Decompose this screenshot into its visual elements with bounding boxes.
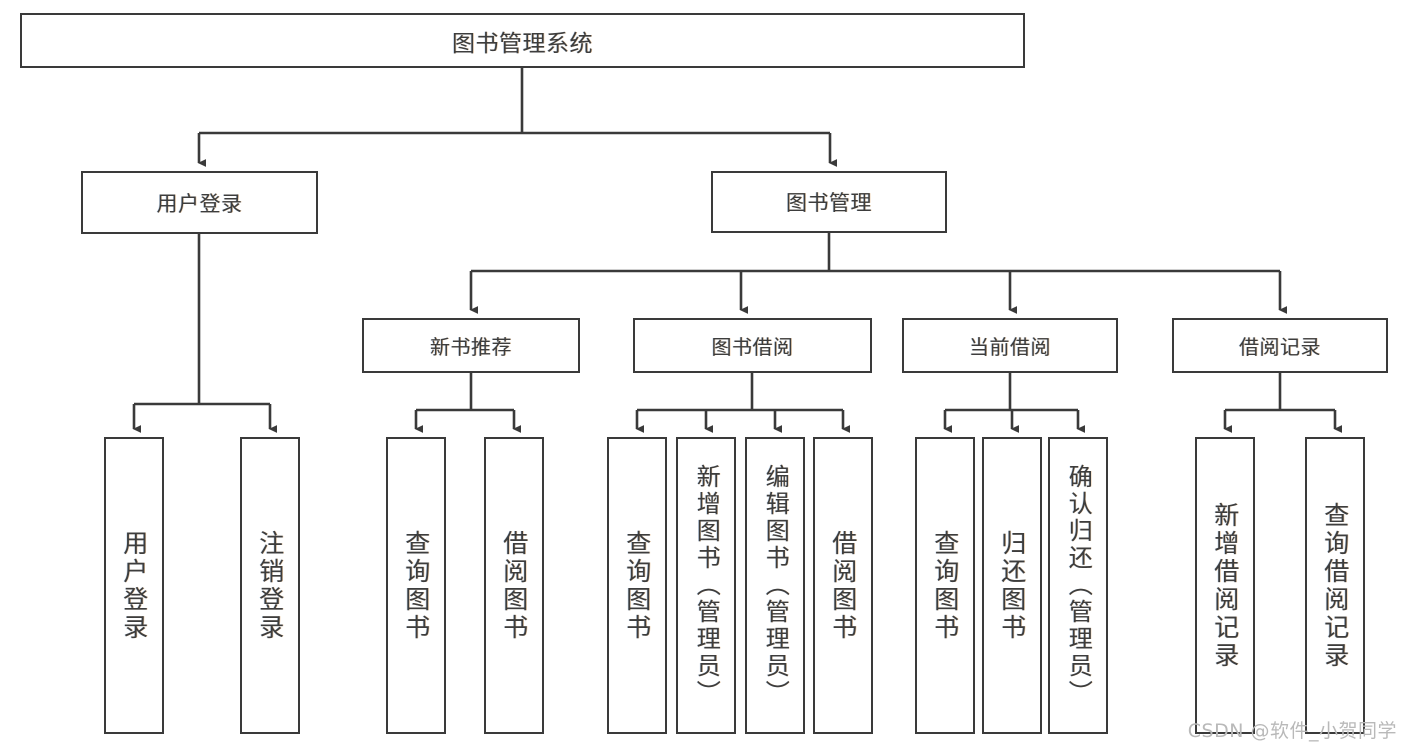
leaf-edit-book[interactable]: 编辑图书（管理员） [745, 437, 805, 734]
leaf-user-login[interactable]: 用户登录 [104, 437, 164, 734]
leaf-logout[interactable]: 注销登录 [240, 437, 300, 734]
node-current-borrow-label: 当前借阅 [969, 335, 1051, 359]
leaf-query-book-3[interactable]: 查询图书 [915, 437, 975, 734]
leaf-query-record[interactable]: 查询借阅记录 [1305, 437, 1365, 734]
leaf-query-record-label: 查询借阅记录 [1320, 501, 1350, 670]
leaf-edit-book-label: 编辑图书（管理员） [761, 464, 790, 707]
node-user-login-label: 用户登录 [156, 191, 243, 216]
node-book-borrow-label: 图书借阅 [711, 335, 794, 359]
node-book-manage[interactable]: 图书管理 [711, 171, 947, 233]
node-new-book-recommend-label: 新书推荐 [430, 335, 512, 359]
leaf-query-book-3-label: 查询图书 [930, 529, 960, 642]
node-book-manage-label: 图书管理 [786, 191, 872, 215]
node-current-borrow[interactable]: 当前借阅 [902, 318, 1118, 373]
leaf-borrow-book-2[interactable]: 借阅图书 [813, 437, 873, 734]
leaf-add-record[interactable]: 新增借阅记录 [1195, 437, 1255, 734]
leaf-add-record-label: 新增借阅记录 [1210, 501, 1240, 670]
leaf-return-book-label: 归还图书 [997, 529, 1027, 642]
leaf-confirm-return[interactable]: 确认归还（管理员） [1048, 437, 1108, 734]
leaf-borrow-book-1-label: 借阅图书 [499, 529, 529, 642]
leaf-borrow-book-2-label: 借阅图书 [828, 529, 858, 642]
node-book-borrow[interactable]: 图书借阅 [633, 318, 872, 373]
node-user-login[interactable]: 用户登录 [81, 171, 318, 234]
node-new-book-recommend[interactable]: 新书推荐 [362, 318, 580, 373]
node-borrow-record[interactable]: 借阅记录 [1172, 318, 1388, 373]
node-root-label: 图书管理系统 [452, 30, 593, 57]
leaf-add-book-label: 新增图书（管理员） [692, 464, 721, 707]
leaf-query-book-1[interactable]: 查询图书 [386, 437, 446, 734]
leaf-query-book-1-label: 查询图书 [401, 529, 431, 642]
leaf-user-login-label: 用户登录 [119, 529, 149, 642]
leaf-logout-label: 注销登录 [255, 529, 285, 642]
leaf-return-book[interactable]: 归还图书 [982, 437, 1042, 734]
leaf-confirm-return-label: 确认归还（管理员） [1064, 464, 1093, 707]
leaf-add-book[interactable]: 新增图书（管理员） [676, 437, 736, 734]
leaf-borrow-book-1[interactable]: 借阅图书 [484, 437, 544, 734]
leaf-query-book-2[interactable]: 查询图书 [607, 437, 667, 734]
leaf-query-book-2-label: 查询图书 [622, 529, 652, 642]
node-borrow-record-label: 借阅记录 [1239, 335, 1321, 359]
node-root[interactable]: 图书管理系统 [20, 13, 1025, 68]
